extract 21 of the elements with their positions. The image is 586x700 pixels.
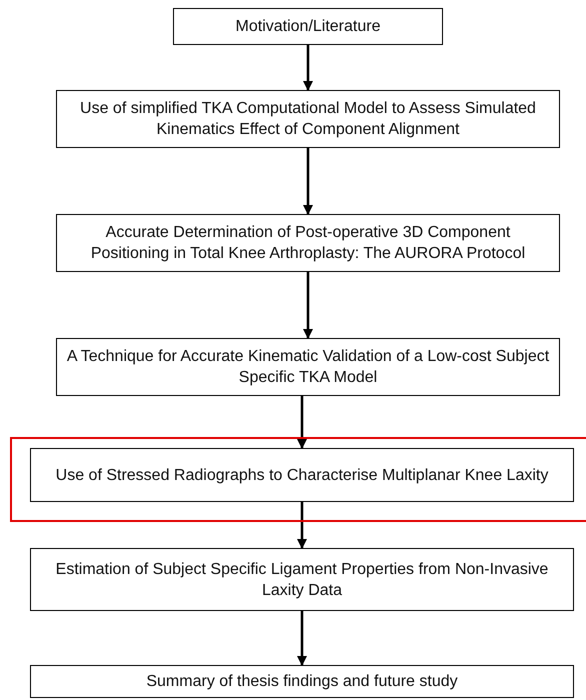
arrow (297, 611, 307, 666)
arrow (303, 148, 313, 215)
box-text: A Technique for Accurate Kinematic Validation of a Low-cost Subject Specific TKA Model (66, 347, 550, 388)
box-text: Motivation/Literature (236, 17, 380, 37)
highlight-frame (10, 437, 586, 522)
process-box (56, 90, 560, 148)
box-text: Accurate Determination of Post-operative 3D Component Positioning in Total Knee Arthroplasty: The AURORA Protocol (90, 223, 526, 264)
arrow (303, 45, 313, 91)
process-box (173, 8, 443, 45)
box-text: Use of simplified TKA Computational Model to Assess Simulated Kinematics Effect of Component Alignment (79, 99, 537, 140)
process-box (30, 448, 574, 502)
process-box (56, 338, 560, 396)
arrow (297, 396, 307, 449)
arrow (303, 272, 313, 339)
box-text: Use of Stressed Radiographs to Characterise Multiplanar Knee Laxity (56, 466, 548, 486)
process-box (30, 548, 574, 611)
process-box (30, 665, 574, 698)
arrow (297, 502, 307, 549)
box-text: Summary of thesis findings and future study (146, 672, 458, 692)
box-text: Estimation of Subject Specific Ligament Properties from Non-Invasive Laxity Data (54, 560, 550, 600)
process-box (56, 214, 560, 272)
